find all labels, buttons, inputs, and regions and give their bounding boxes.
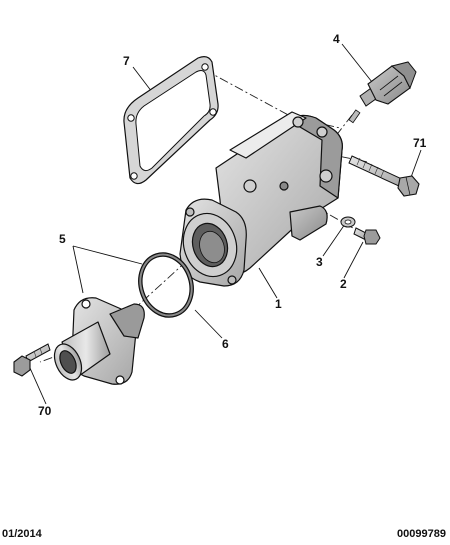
small-bolt-part — [13, 343, 51, 377]
callout-7-gasket: 7 — [123, 54, 130, 68]
callout-5-thermostat: 5 — [59, 232, 66, 246]
callout-4-sensor: 4 — [333, 32, 340, 46]
footer-reference-number: 00099789 — [397, 528, 446, 540]
callout-2-screw: 2 — [340, 277, 347, 291]
seal-ring-part — [138, 252, 194, 318]
callout-6-seal-ring: 6 — [222, 337, 229, 351]
callout-71-long-bolt: 71 — [413, 136, 427, 150]
leader-lines — [29, 43, 422, 405]
washer-part — [340, 216, 356, 228]
callout-1-housing: 1 — [275, 297, 282, 311]
footer-date: 01/2014 — [2, 528, 42, 540]
long-bolt-part — [348, 155, 420, 197]
thermostat-part — [53, 297, 145, 385]
screw-part — [353, 227, 381, 245]
callout-70-small-bolt: 70 — [38, 404, 52, 418]
temperature-sensor-part — [348, 61, 417, 124]
gasket-part — [123, 56, 219, 185]
thermostat-housing-part — [179, 111, 343, 287]
callout-3-washer: 3 — [316, 255, 323, 269]
